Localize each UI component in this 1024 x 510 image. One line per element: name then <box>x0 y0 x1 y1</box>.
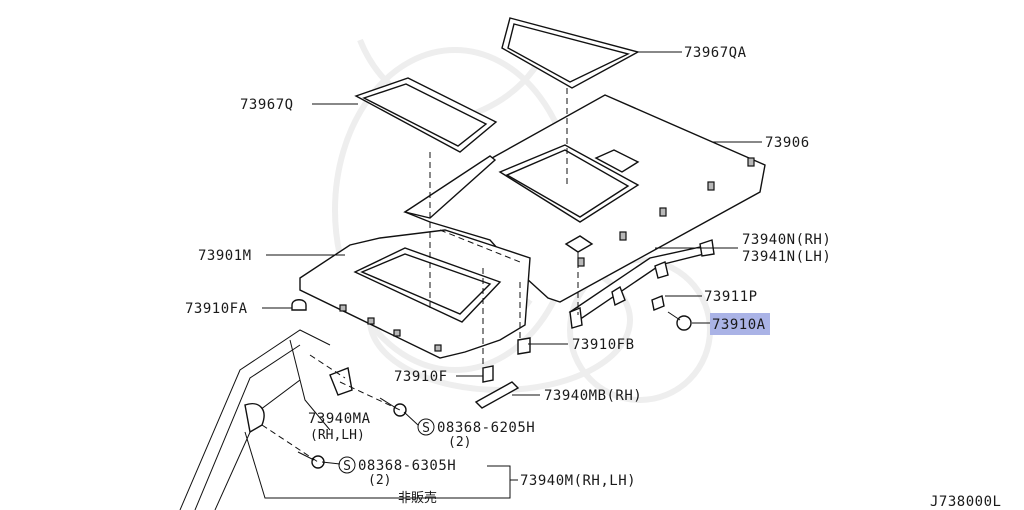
label-73940mb: 73940MB(RH) <box>544 388 642 404</box>
leader-lines <box>244 51 762 499</box>
label-screw-2-qty: (2) <box>368 473 391 488</box>
label-screw-2: 08368-6305H <box>358 458 456 474</box>
clip-p <box>651 295 665 311</box>
svg-text:S: S <box>343 459 351 474</box>
svg-text:S: S <box>422 421 430 436</box>
sunroof-seal-q <box>354 77 498 153</box>
label-73967qa: 73967QA <box>684 45 747 61</box>
guide-lines <box>261 88 579 463</box>
bolt-a <box>667 311 692 331</box>
bracket-mb <box>474 381 520 409</box>
label-73910fa: 73910FA <box>185 301 248 317</box>
highlight-box <box>710 313 770 335</box>
label-73910fb: 73910FB <box>572 337 635 353</box>
label-screw-1-qty: (2) <box>448 435 471 450</box>
label-73911p: 73911P <box>704 289 758 305</box>
label-73940m: 73940M(RH,LH) <box>520 473 636 489</box>
clip-fa <box>291 299 307 311</box>
headlining-panel <box>403 94 766 303</box>
label-not-sold: 非販売 <box>398 490 437 506</box>
screw-lower <box>297 451 325 469</box>
screw-upper <box>379 397 407 417</box>
body-pillar <box>179 329 353 510</box>
label-73910a: 73910A <box>712 317 766 333</box>
label-73901m: 73901M <box>198 248 252 264</box>
headlining-sub-assembly <box>299 229 531 359</box>
label-73906: 73906 <box>765 135 810 151</box>
label-73967q: 73967Q <box>240 97 294 113</box>
clip-f <box>482 365 494 383</box>
s-symbol-1: S <box>417 418 435 436</box>
sunroof-seal-qa <box>501 17 640 89</box>
label-73940ma: 73940MA <box>308 411 371 427</box>
label-73910f: 73910F <box>394 369 448 385</box>
s-symbol-2: S <box>338 456 356 474</box>
label-73940n: 73940N(RH) <box>742 232 831 248</box>
clip-fb <box>517 337 531 355</box>
diagram-code: J738000L <box>930 494 1001 510</box>
label-73940ma-side: (RH,LH) <box>310 428 365 443</box>
label-screw-1: 08368-6205H <box>437 420 535 436</box>
label-73941n: 73941N(LH) <box>742 249 831 265</box>
